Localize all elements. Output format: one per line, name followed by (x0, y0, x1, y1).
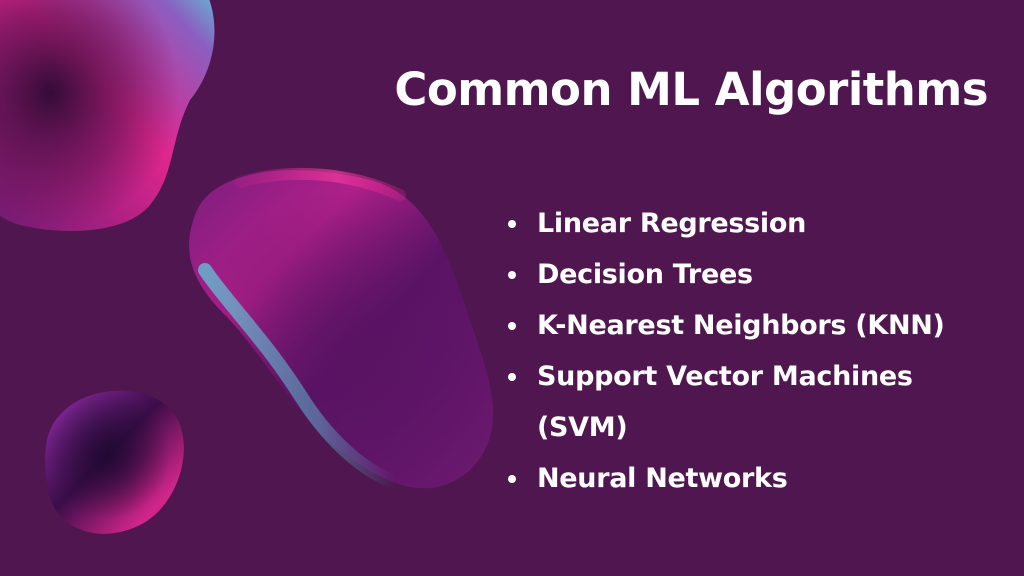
bullet-item: Decision Trees (505, 249, 975, 300)
bullet-text: Neural Networks (537, 463, 788, 494)
bullet-text: K-Nearest Neighbors (KNN) (537, 310, 945, 341)
bullet-dot-icon (508, 220, 516, 228)
bullet-item: K-Nearest Neighbors (KNN) (505, 300, 975, 351)
bullet-item: Support Vector Machines (SVM) (505, 351, 975, 453)
bullet-dot-icon (508, 322, 516, 330)
bullet-text: Linear Regression (537, 208, 807, 239)
blob-bottom-left (45, 390, 184, 534)
bullet-dot-icon (508, 373, 516, 381)
blob-top-left (0, 0, 215, 231)
bullet-dot-icon (508, 271, 516, 279)
blob-middle (189, 167, 494, 489)
bullet-text: Support Vector Machines (SVM) (537, 361, 913, 443)
bullet-item: Neural Networks (505, 453, 975, 504)
bullet-list: Linear Regression Decision Trees K-Neare… (505, 198, 975, 504)
slide-title: Common ML Algorithms (394, 63, 988, 116)
bullet-dot-icon (508, 475, 516, 483)
bullet-text: Decision Trees (537, 259, 753, 290)
bullet-item: Linear Regression (505, 198, 975, 249)
